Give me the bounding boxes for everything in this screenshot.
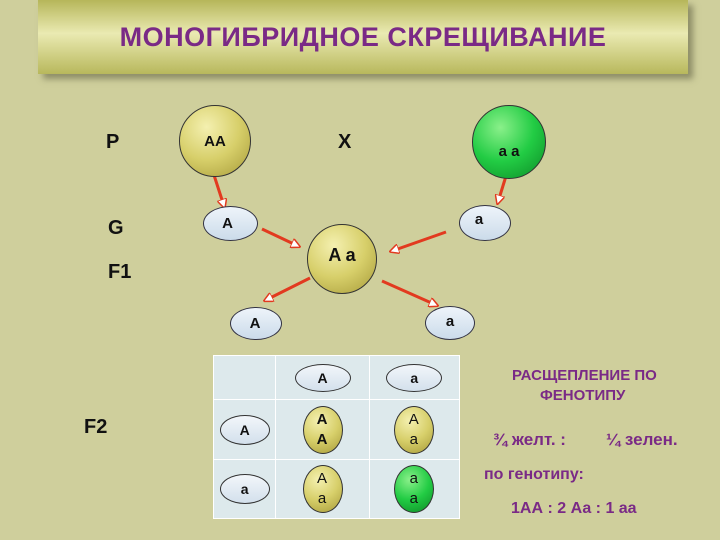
punnett-col-header-0: A bbox=[294, 363, 351, 392]
allele-top: a bbox=[409, 470, 419, 487]
title-banner: МОНОГИБРИДНОЕ СКРЕЩИВАНИЕ bbox=[38, 0, 688, 74]
f1-genotype: A a bbox=[328, 244, 356, 265]
allele-bottom: a bbox=[409, 430, 419, 448]
punnett-row: A A A A a bbox=[212, 399, 461, 460]
allele-top: A bbox=[316, 410, 329, 428]
arrow-right-gamete-to-f1 bbox=[392, 230, 447, 251]
parent-right-genotype: a a bbox=[498, 142, 520, 160]
punnett-cell: A a bbox=[368, 399, 461, 460]
f1-gamete-left: A bbox=[230, 307, 282, 340]
offspring-circle-aa: A A bbox=[302, 405, 343, 454]
phenotype-heading-line2: ФЕНОТИПУ bbox=[540, 387, 626, 404]
phenotype-ratio-yellow: ¾ желт. : bbox=[493, 430, 566, 449]
gamete-left: A bbox=[203, 206, 258, 241]
label-f1: F1 bbox=[108, 261, 132, 283]
genotype-ratio: 1АА : 2 Аа : 1 аа bbox=[511, 500, 637, 517]
gamete-left-label: A bbox=[222, 215, 233, 232]
arrow-f1-to-left-gamete bbox=[266, 276, 311, 300]
offspring-circle-heterozygous: A a bbox=[302, 465, 343, 513]
punnett-cell: a a bbox=[368, 459, 461, 519]
punnett-corner-cell bbox=[212, 355, 277, 400]
f1-gamete-left-label: A bbox=[249, 315, 261, 332]
arrow-left-gamete-to-f1 bbox=[261, 227, 298, 246]
f1-gamete-right: a bbox=[425, 306, 475, 340]
punnett-col-header-cell: A bbox=[275, 355, 370, 400]
label-p: P bbox=[106, 131, 120, 153]
offspring-circle-recessive: a a bbox=[394, 465, 435, 513]
phenotype-heading-line1: РАСЩЕПЛЕНИЕ ПО bbox=[512, 367, 657, 384]
label-g: G bbox=[108, 217, 124, 239]
arrow-left-parent-to-gamete bbox=[211, 171, 224, 206]
arrow-right-parent-to-gamete bbox=[498, 175, 508, 202]
punnett-col-header-cell: a bbox=[368, 355, 461, 400]
punnett-square: A a A A A A a a A a bbox=[212, 355, 461, 519]
allele-bottom: a bbox=[317, 490, 328, 507]
punnett-row-header-1: a bbox=[219, 474, 270, 504]
allele-top: A bbox=[408, 410, 420, 428]
offspring-circle-heterozygous: A a bbox=[394, 405, 435, 454]
punnett-cell: A A bbox=[275, 399, 370, 460]
f1-gamete-right-label: a bbox=[445, 312, 455, 330]
genotype-label: по генотипу: bbox=[484, 466, 584, 483]
label-cross: X bbox=[338, 131, 352, 153]
allele-top: A bbox=[317, 470, 329, 487]
parent-aa-circle: AA bbox=[179, 105, 251, 177]
punnett-row-header-0: A bbox=[219, 414, 270, 445]
parent-recessive-circle: a a bbox=[472, 105, 546, 179]
parent-left-genotype: AA bbox=[204, 132, 226, 150]
punnett-row: a A a a a bbox=[212, 459, 461, 519]
punnett-row-header-cell: a bbox=[212, 459, 277, 519]
allele-bottom: A bbox=[316, 430, 329, 448]
gamete-right: a bbox=[459, 205, 511, 241]
phenotype-ratio-green: ¼ зелен. bbox=[606, 430, 678, 449]
allele-bottom: a bbox=[409, 490, 419, 507]
arrow-f1-to-right-gamete bbox=[381, 279, 436, 305]
punnett-col-header-1: a bbox=[386, 363, 443, 392]
gamete-right-label: a bbox=[474, 210, 484, 228]
label-f2: F2 bbox=[84, 416, 108, 438]
page-title: МОНОГИБРИДНОЕ СКРЕЩИВАНИЕ bbox=[119, 21, 607, 52]
punnett-row-header-cell: A bbox=[212, 399, 277, 460]
punnett-cell: A a bbox=[275, 459, 370, 519]
f1-heterozygote-circle: A a bbox=[307, 224, 377, 294]
